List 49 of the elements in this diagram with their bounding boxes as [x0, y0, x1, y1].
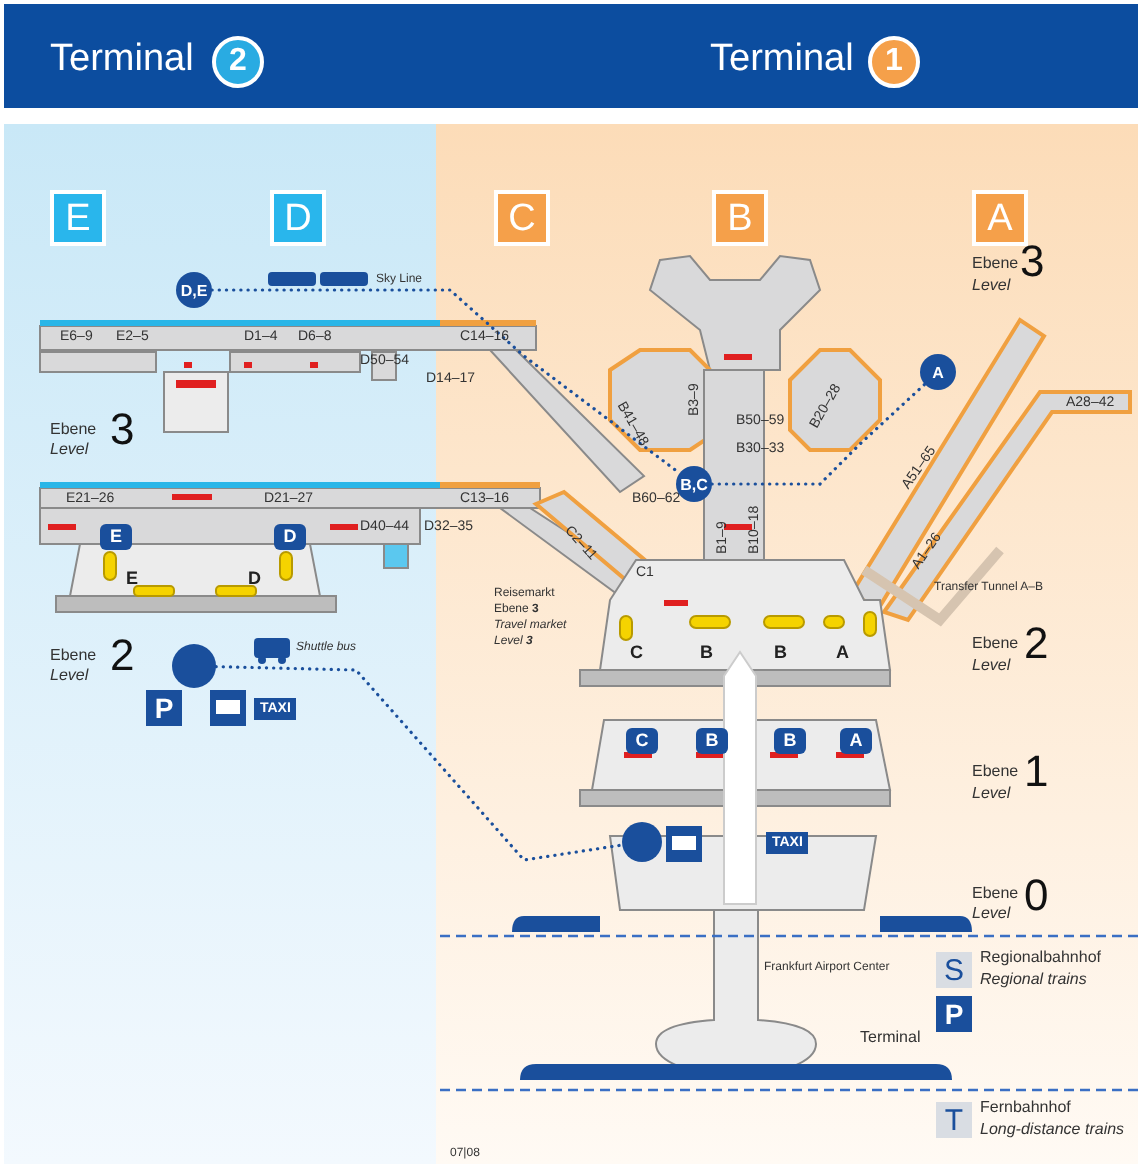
- check-in-letter: B: [774, 644, 787, 662]
- baggage-claim-sign: B: [696, 728, 728, 754]
- sky-line-route: [214, 665, 624, 862]
- level-label: Ebene: [50, 422, 97, 438]
- station-label: Regionalbahnhof: [980, 950, 1101, 966]
- terminal-title: Terminal: [50, 40, 194, 78]
- level-label: Level: [972, 278, 1011, 294]
- level-number: 0: [1024, 874, 1049, 918]
- parking-sign: P: [146, 690, 182, 726]
- baggage-claim-sign: B: [774, 728, 806, 754]
- check-in-letter: B: [700, 644, 713, 662]
- level-number: 1: [1024, 750, 1049, 794]
- station-label: Regional trains: [980, 972, 1087, 988]
- station-label: Fernbahnhof: [980, 1100, 1071, 1116]
- station-label: Long-distance trains: [980, 1122, 1125, 1138]
- level-number: 2: [1024, 622, 1049, 666]
- station-sign: S: [936, 952, 972, 988]
- baggage-claim-sign: D: [274, 524, 306, 550]
- baggage-claim-sign: C: [626, 728, 658, 754]
- level-number: 3: [110, 408, 135, 452]
- check-in-letter: C: [630, 644, 643, 662]
- level-label: Ebene: [972, 764, 1019, 780]
- check-in-letter: E: [126, 570, 139, 588]
- area-letter-sign: E: [50, 190, 106, 246]
- level-label: Level: [972, 786, 1011, 802]
- area-letter-sign: C: [494, 190, 550, 246]
- level-label: Level: [972, 658, 1011, 674]
- place-label: Terminal: [860, 1030, 921, 1046]
- level-label: Ebene: [972, 886, 1019, 902]
- area-letter-sign: B: [712, 190, 768, 246]
- check-in-letter: D: [248, 570, 261, 588]
- sky-line-route: [210, 288, 682, 475]
- terminal-title: Terminal: [710, 40, 854, 78]
- level-label: Level: [50, 442, 89, 458]
- level-label: Ebene: [972, 636, 1019, 652]
- baggage-claim-sign: A: [840, 728, 872, 754]
- level-number: 2: [110, 634, 135, 678]
- parking-sign: P: [936, 996, 972, 1032]
- baggage-claim-sign: E: [100, 524, 132, 550]
- level-label: Level: [972, 906, 1011, 922]
- area-letter-sign: A: [972, 190, 1028, 246]
- area-letter-sign: D: [270, 190, 326, 246]
- level-number: 3: [1020, 240, 1045, 284]
- level-label: Ebene: [50, 648, 97, 664]
- sky-line-route: [710, 382, 927, 486]
- check-in-letter: A: [836, 644, 849, 662]
- level-label: Level: [50, 668, 89, 684]
- station-sign: T: [936, 1102, 972, 1138]
- level-label: Ebene: [972, 256, 1019, 272]
